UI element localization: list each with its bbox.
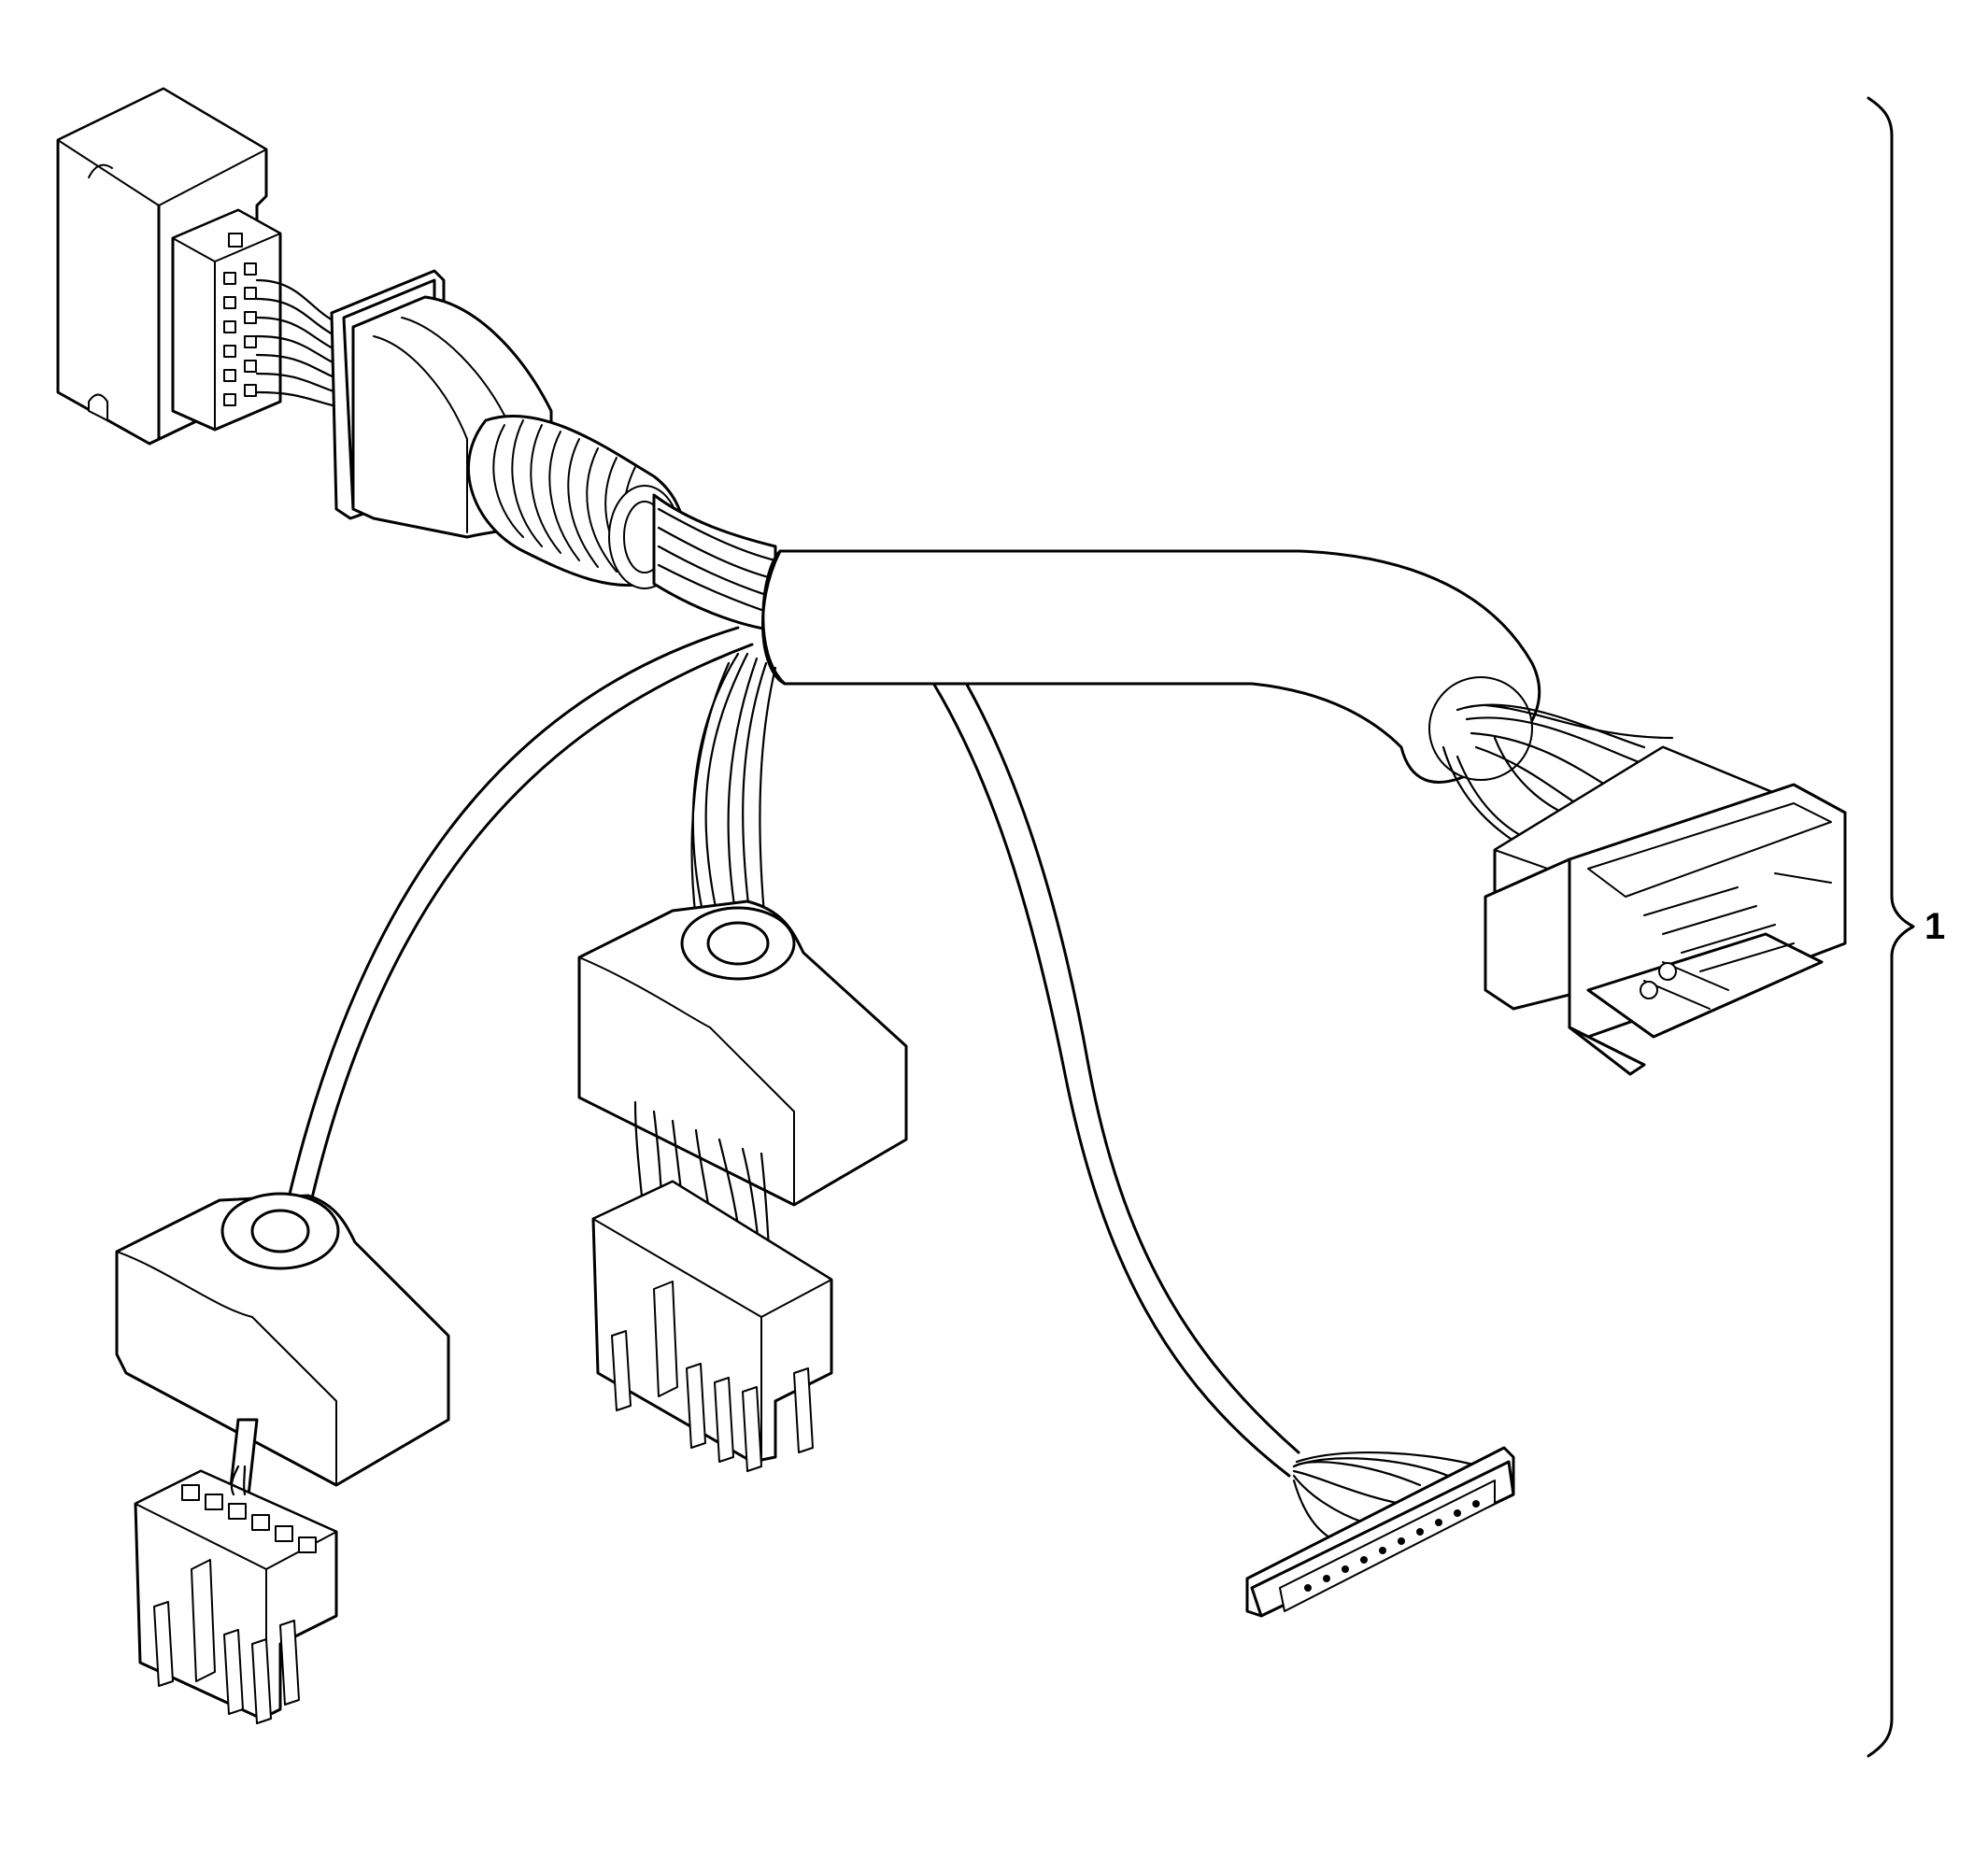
callout-brace-icon	[1867, 96, 1915, 1758]
right-connector	[1484, 745, 1847, 1076]
bottom-left-connector	[134, 1465, 338, 1724]
ribbon-connector	[1245, 1446, 1515, 1618]
middle-wires	[690, 652, 777, 936]
wire-bundle	[652, 493, 777, 632]
connector-short-wires	[255, 278, 338, 408]
middle-plug-connector	[591, 1180, 833, 1472]
top-left-connector	[56, 87, 282, 446]
callout-number-label: 1	[1924, 906, 1946, 947]
main-sheath	[761, 549, 1541, 784]
left-cable	[283, 626, 754, 1216]
middle-boot	[577, 899, 908, 1207]
corrugated-sleeve	[467, 415, 687, 589]
left-boot	[115, 1192, 450, 1487]
long-cable	[932, 683, 1300, 1478]
